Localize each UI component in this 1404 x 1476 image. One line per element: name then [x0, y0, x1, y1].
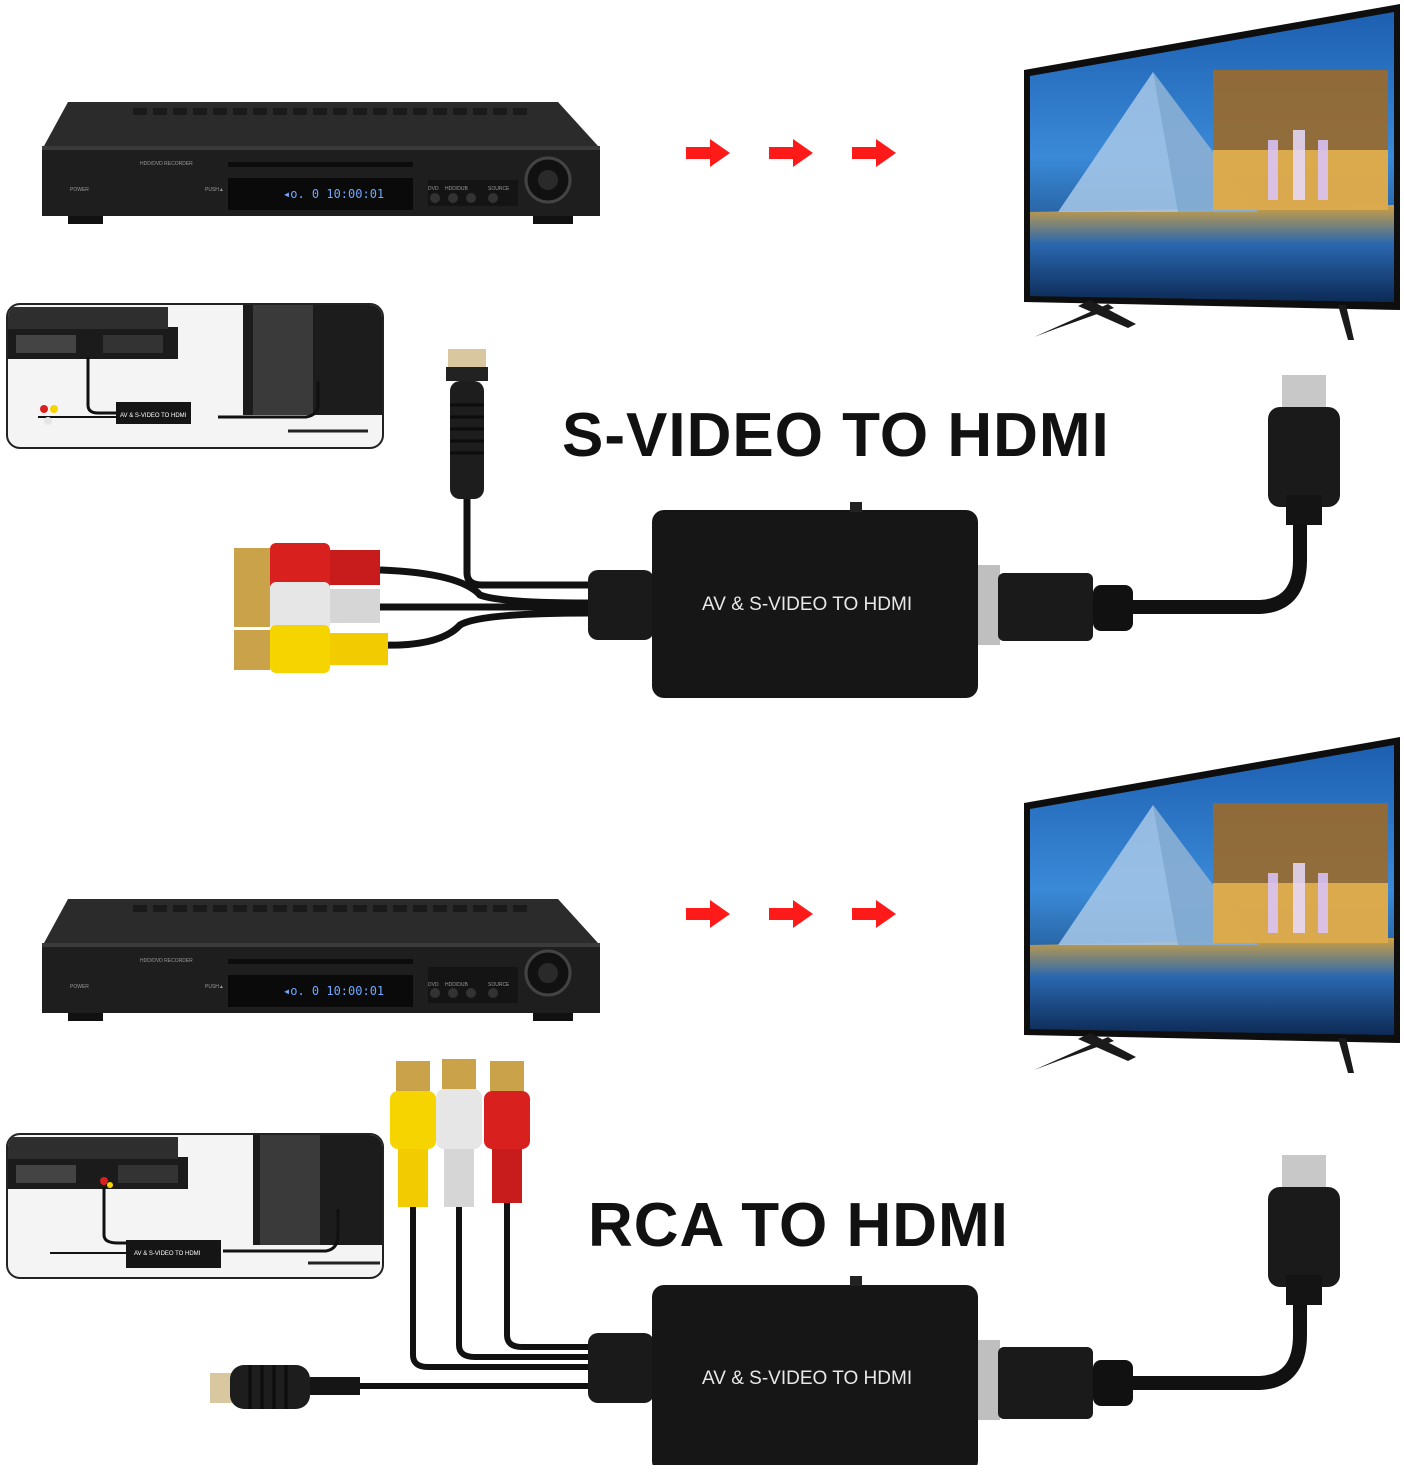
- rca-plug-icon: [390, 1061, 436, 1207]
- dvd-brand-text: HDD/DVD RECORDER: [140, 958, 193, 964]
- arrow-right-icon: [852, 139, 896, 167]
- converter-box-label: AV & S-VIDEO TO HDMI: [702, 1368, 913, 1389]
- dvd-btn-label: HDD/DUB: [445, 982, 468, 988]
- dvd-btn-label: SOURCE: [488, 982, 510, 988]
- section-title: S-VIDEO TO HDMI: [562, 401, 1110, 470]
- converter-assembly: [210, 1059, 1340, 1465]
- dvd-power-text: POWER: [70, 187, 89, 193]
- converter-box-label: AV & S-VIDEO TO HDMI: [702, 594, 913, 615]
- television-icon: [1024, 4, 1400, 340]
- dvd-btn-label: DVD: [428, 982, 439, 988]
- rca-plug-icon: [484, 1061, 530, 1203]
- dvd-power-text: POWER: [70, 984, 89, 990]
- inset-dvd-icon: [8, 1135, 382, 1268]
- dvd-push-text: PUSH▲: [205, 187, 224, 193]
- arrow-right-icon: [852, 900, 896, 928]
- inset-converter-label: AV & S-VIDEO TO HDMI: [134, 1251, 201, 1257]
- hdmi-plug-icon: [1268, 1155, 1340, 1305]
- rca-plug-icon: [234, 543, 380, 591]
- connection-inset: AV & S-VIDEO TO HDMI: [6, 303, 384, 449]
- s-video-plug-icon: [210, 1365, 590, 1409]
- dvd-brand-text: HDD/DVD RECORDER: [140, 161, 193, 167]
- hdmi-plug-icon: [1268, 375, 1340, 525]
- dvd-btn-label: HDD/DUB: [445, 186, 468, 192]
- dvd-recorder-icon: [42, 102, 600, 224]
- s-video-plug-icon: [446, 349, 590, 589]
- connection-inset: AV & S-VIDEO TO HDMI: [6, 1133, 384, 1279]
- dvd-display: ◂o. 0 10:00:01: [283, 187, 385, 201]
- arrow-right-icon: [686, 139, 730, 167]
- rca-plug-icon: [234, 582, 380, 630]
- dvd-recorder-icon: [42, 899, 600, 1021]
- dvd-push-text: PUSH▲: [205, 984, 224, 990]
- arrow-right-icon: [769, 139, 813, 167]
- television-icon: [1024, 737, 1400, 1073]
- converter-assembly: [234, 349, 1340, 698]
- section-title: RCA TO HDMI: [588, 1191, 1009, 1260]
- dvd-display: ◂o. 0 10:00:01: [283, 984, 385, 998]
- dvd-btn-label: SOURCE: [488, 186, 510, 192]
- inset-converter-label: AV & S-VIDEO TO HDMI: [120, 413, 187, 419]
- inset-dvd-icon: [8, 305, 382, 433]
- rca-plug-icon: [234, 625, 388, 673]
- section-s-video: HDD/DVD RECORDER POWER PUSH▲ ◂o. 0 10:00…: [0, 0, 1404, 720]
- arrow-right-icon: [769, 900, 813, 928]
- dvd-btn-label: DVD: [428, 186, 439, 192]
- arrow-right-icon: [686, 900, 730, 928]
- rca-plug-icon: [436, 1059, 482, 1207]
